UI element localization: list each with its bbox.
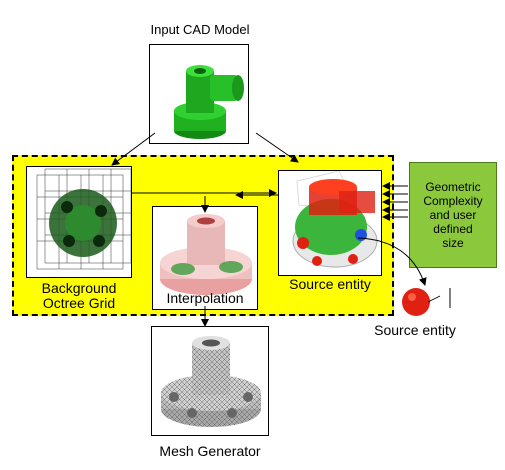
mesh-generator-image: [161, 336, 261, 427]
input-cad-model-box: [149, 44, 249, 144]
source-entity-outer-label: Source entity: [374, 322, 456, 338]
interpolation-label: Interpolation: [166, 290, 244, 306]
octree-box: [26, 166, 132, 278]
geometric-complexity-box: Geometric Complexity and user defined si…: [409, 162, 497, 268]
octree-label: Background Octree Grid: [41, 280, 117, 311]
geometric-complexity-text: Geometric Complexity and user defined si…: [423, 180, 483, 250]
interpolation-image: [160, 214, 252, 295]
mesh-generator-label: Mesh Generator: [159, 443, 261, 459]
octree-image: [36, 168, 131, 270]
interpolation-box: [152, 206, 258, 310]
source-entity-sphere: [402, 288, 451, 316]
source-entity-inner-label: Source entity: [289, 276, 371, 292]
input-cad-model-image: [174, 65, 244, 139]
mesh-generator-box: [151, 326, 269, 436]
source-entity-image: [292, 171, 378, 268]
source-entity-box: [278, 170, 382, 276]
input-cad-model-label: Input CAD Model: [150, 22, 250, 37]
